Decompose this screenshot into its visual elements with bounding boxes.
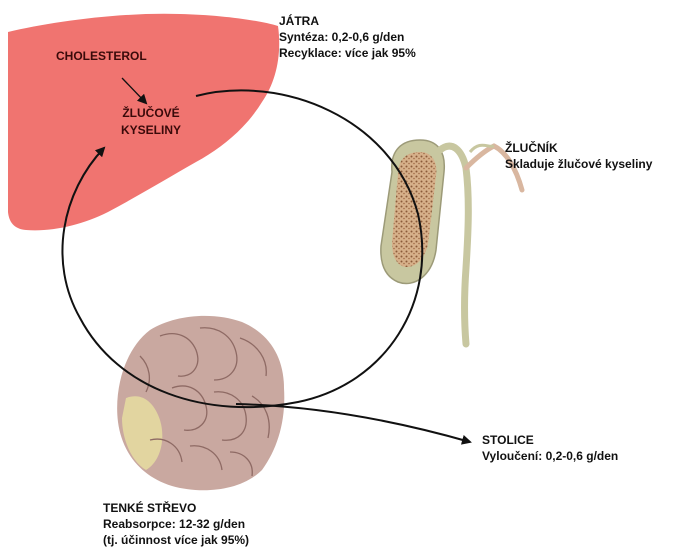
liver-recycling: Recyklace: více jak 95% [279,45,416,61]
gallbladder-shape [381,140,522,344]
intestine-efficiency: (tj. účinnost více jak 95%) [103,532,249,548]
small-intestine-label: TENKÉ STŘEVO Reabsorpce: 12-32 g/den (tj… [103,500,249,548]
cholesterol-label: CHOLESTEROL [56,48,147,65]
stool-label: STOLICE Vyloučení: 0,2-0,6 g/den [482,432,618,464]
bile-acids-line-2: KYSELINY [111,122,191,139]
intestine-title: TENKÉ STŘEVO [103,500,249,516]
stool-excretion: Vyloučení: 0,2-0,6 g/den [482,448,618,464]
bile-acids-line-1: ŽLUČOVÉ [111,105,191,122]
liver-title: JÁTRA [279,13,416,29]
liver-label: JÁTRA Syntéza: 0,2-0,6 g/den Recyklace: … [279,13,416,61]
gallbladder-description: Skladuje žlučové kyseliny [505,156,652,172]
stool-title: STOLICE [482,432,618,448]
liver-synthesis: Syntéza: 0,2-0,6 g/den [279,29,416,45]
gallbladder-label: ŽLUČNÍK Skladuje žlučové kyseliny [505,140,652,172]
intestine-reabsorption: Reabsorpce: 12-32 g/den [103,516,249,532]
bile-acids-label: ŽLUČOVÉ KYSELINY [111,105,191,139]
gallbladder-title: ŽLUČNÍK [505,140,652,156]
